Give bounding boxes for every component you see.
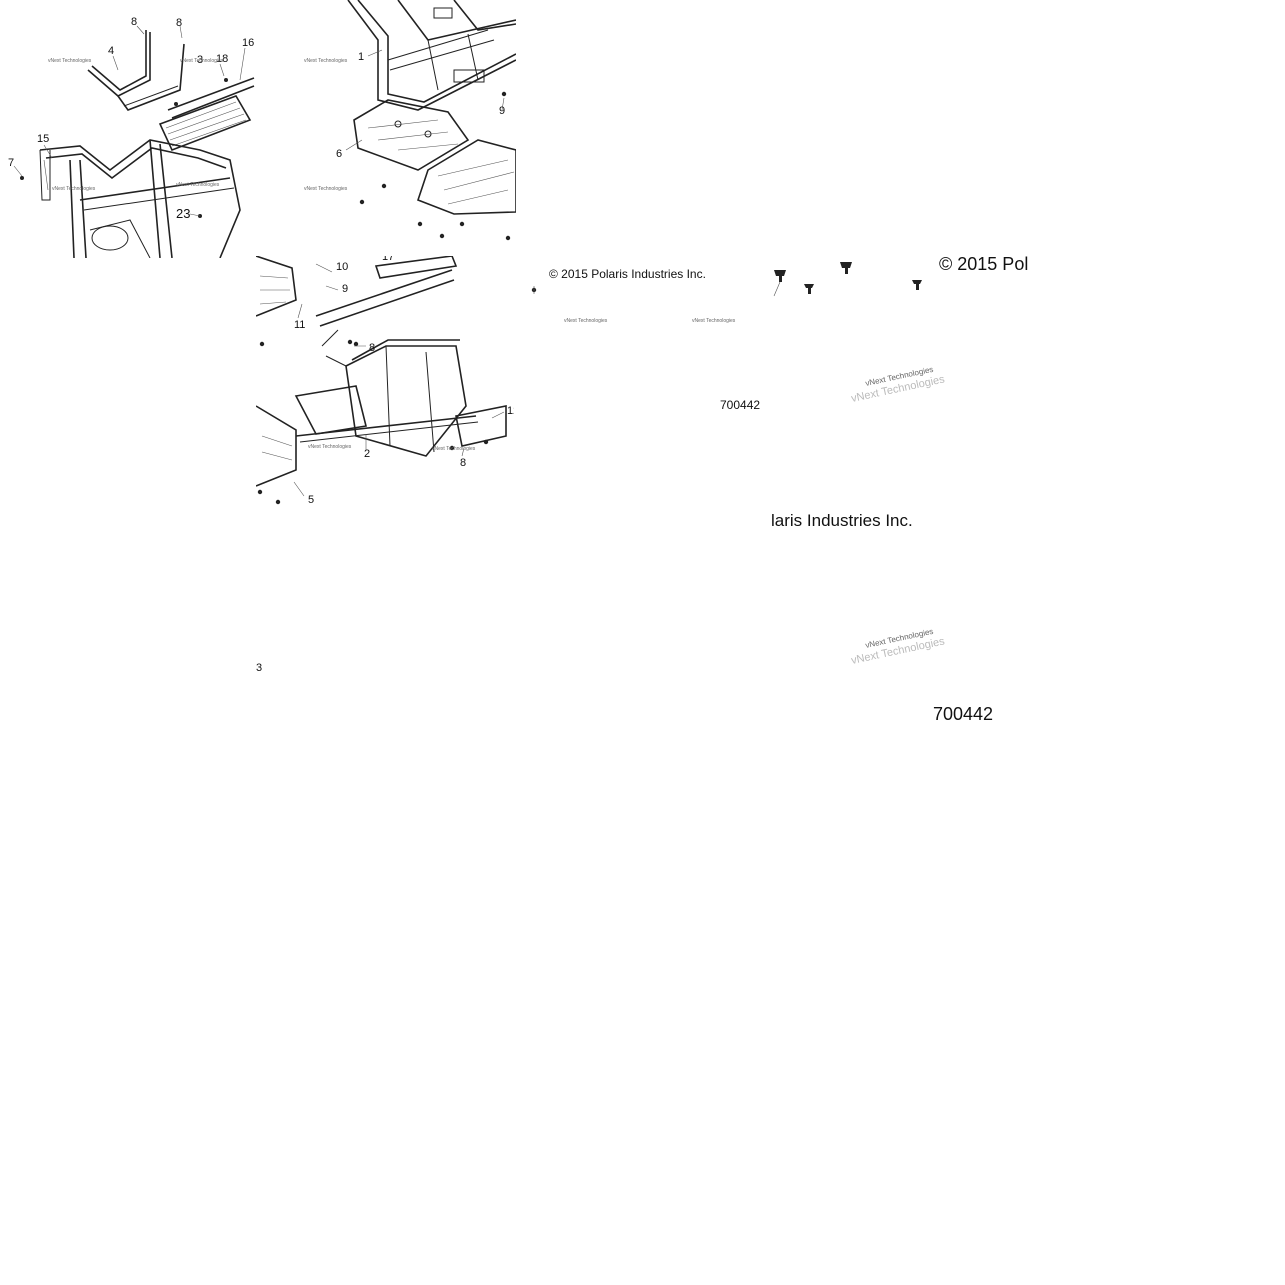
watermark-1a: vNext Technologies [48,58,92,64]
callout-5: 5 [308,494,314,506]
callout-1: 1 [358,51,364,63]
watermark-3a: vNext Technologies [308,444,352,450]
callout-16: 16 [242,37,254,49]
callout-18: 18 [216,53,228,65]
callout-2: 2 [364,448,370,460]
callout-8-c: 8 [460,457,466,469]
diagram-tile-main-frame: 1 6 9 vNext Technologies vNext Technolog… [258,0,516,245]
diagram-tile-copyright-small: vNext Technologies vNext Technologies © … [516,256,774,416]
callout-7: 7 [8,157,14,169]
watermark-4b: vNext Technologies [692,318,736,324]
watermark-2a: vNext Technologies [304,58,348,64]
watermark-1c: vNext Technologies [52,186,96,192]
callout-8: 8 [369,342,375,354]
callout-23: 23 [176,206,190,221]
watermark-4a: vNext Technologies [564,318,608,324]
callout-11: 11 [294,319,305,331]
watermark-3b: vNext Technologies [432,446,476,452]
callout-8-a: 8 [131,16,137,28]
watermark-1d: vNext Technologies [176,182,220,188]
diagram-tile-rear-frame: 8 8 4 3 18 16 15 7 23 vNext Technologies… [0,0,258,258]
copyright-large-left: © 2015 Pol [939,256,1028,274]
callout-3: 3 [197,54,203,66]
callout-15: 15 [37,133,49,145]
copyright-large-right: laris Industries Inc. [771,511,913,526]
callout-4: 4 [108,45,114,57]
callout-17: 17 [382,256,394,263]
callout-10: 10 [336,261,348,273]
callout-6: 6 [336,148,342,160]
watermark-2b: vNext Technologies [304,186,348,192]
callout-9: 9 [342,283,348,295]
callout-8-b: 8 [176,17,182,29]
page-fragment: 3 [256,662,263,674]
watermark-1b: vNext Technologies [180,58,224,64]
diagram-tile-number-fragment: vNext Technologies vNext Technologies 70… [770,540,1028,730]
callout-12: 12 [507,405,514,417]
diagram-tile-enlarged-fragment: vNext Technologies vNext Technologies © … [770,256,1028,526]
diagram-number-large: 700442 [933,704,994,724]
diagram-number-small: 700442 [720,398,761,412]
copyright-small: © 2015 Polaris Industries Inc. [549,267,706,281]
callout-9: 9 [499,105,505,117]
diagram-tile-front-frame: 10 9 11 8 2 8 5 17 12 vNext Technologies… [256,256,514,514]
